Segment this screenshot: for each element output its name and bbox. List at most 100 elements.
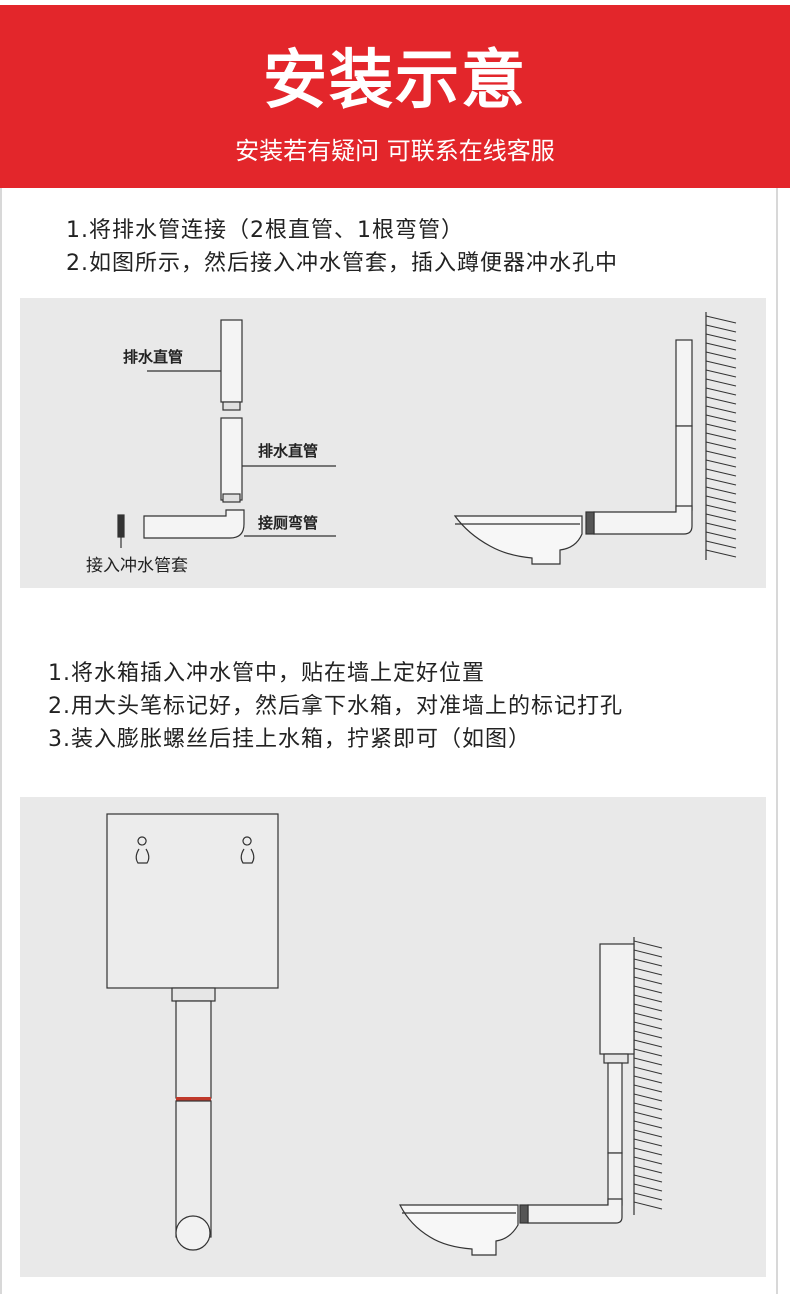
section2-steps: 1.将水箱插入冲水管中，贴在墙上定好位置 2.用大头笔标记好，然后拿下水箱，对准…	[48, 657, 623, 756]
hatch-line	[705, 441, 737, 450]
hatch-line	[633, 1192, 663, 1201]
tank-side	[599, 943, 635, 1055]
hatch-line	[705, 360, 737, 369]
flush-sleeve	[117, 514, 125, 538]
hatch-line	[633, 1093, 663, 1102]
hatch-line	[705, 369, 737, 378]
hatch-line	[633, 1084, 663, 1093]
side-pipe-lower	[607, 1152, 623, 1206]
header-banner: 安装示意 安装若有疑问 可联系在线客服	[0, 5, 790, 188]
straight-pipe-middle-end	[222, 493, 241, 503]
hatch-line	[705, 396, 737, 405]
flush-pipe-band	[176, 1097, 211, 1101]
hatch-line	[633, 949, 663, 958]
hatch-line	[633, 1102, 663, 1111]
hatch-line	[633, 1138, 663, 1147]
tank-outlet	[171, 987, 216, 1002]
hatch-line	[705, 477, 737, 486]
hatch-line	[705, 414, 737, 423]
tank-front-diagram	[106, 813, 279, 1251]
squat-toilet	[453, 515, 583, 565]
hatch-line	[705, 405, 737, 414]
hatch-line	[705, 450, 737, 459]
straight-pipe-top-end	[222, 401, 241, 411]
label-sleeve: 接入冲水管套	[86, 556, 188, 576]
installed-sleeve	[585, 511, 595, 535]
tank-side-outlet	[603, 1053, 629, 1064]
hatch-line	[633, 1057, 663, 1066]
straight-pipe-middle	[220, 417, 243, 501]
hatch-line	[705, 495, 737, 504]
hatch-line	[633, 1039, 663, 1048]
hatch-line	[633, 1048, 663, 1057]
wall-hatching-2	[633, 940, 663, 1210]
installed-pipe-upper	[675, 339, 693, 427]
hatch-line	[705, 423, 737, 432]
side-pipe-upper	[607, 1062, 623, 1154]
hatch-line	[705, 432, 737, 441]
wall-hatching	[705, 315, 737, 558]
hatch-line	[633, 1129, 663, 1138]
hatch-line	[633, 1156, 663, 1165]
page-subtitle: 安装若有疑问 可联系在线客服	[235, 137, 555, 165]
label-elbow: 接厕弯管	[258, 514, 318, 532]
keyhole-right-icon	[240, 836, 255, 864]
installed-elbow	[593, 505, 693, 535]
hatch-line	[633, 940, 663, 949]
straight-pipe-top	[220, 319, 243, 403]
hatch-line	[633, 1201, 663, 1210]
hatch-line	[633, 1066, 663, 1075]
installed-pipe-diagram	[453, 312, 737, 565]
hatch-line	[633, 1030, 663, 1039]
hatch-line	[705, 549, 737, 558]
pipe-labels: 排水直管 排水直管 接厕弯管	[123, 348, 318, 532]
label-pipe-top: 排水直管	[123, 348, 183, 366]
pipe-assembly-panel: 排水直管 排水直管 接厕弯管 接入冲水管套	[20, 298, 766, 588]
right-edge-line	[776, 188, 778, 1294]
label-pipe-middle: 排水直管	[258, 442, 318, 460]
hatch-line	[633, 985, 663, 994]
flush-pipe-bottom	[175, 1215, 211, 1251]
side-elbow	[527, 1198, 623, 1224]
hatch-line	[633, 1012, 663, 1021]
section1-step-2: 2.如图所示，然后接入冲水管套，插入蹲便器冲水孔中	[66, 251, 618, 276]
hatch-line	[705, 387, 737, 396]
hatch-line	[705, 459, 737, 468]
section2-step-2: 2.用大头笔标记好，然后拿下水箱，对准墙上的标记打孔	[48, 694, 623, 719]
tank-install-panel	[20, 797, 766, 1277]
hatch-line	[705, 522, 737, 531]
hatch-line	[705, 513, 737, 522]
hatch-line	[633, 967, 663, 976]
water-tank	[106, 813, 279, 989]
section2-step-3: 3.装入膨胀螺丝后挂上水箱，拧紧即可（如图）	[48, 727, 531, 752]
flush-pipe-lower	[175, 1100, 212, 1238]
hatch-line	[705, 540, 737, 549]
flush-pipe-upper	[175, 1000, 212, 1099]
hatch-line	[705, 315, 737, 324]
keyhole-left-icon	[135, 836, 150, 864]
hatch-line	[705, 342, 737, 351]
hatch-line	[633, 1003, 663, 1012]
hatch-line	[705, 486, 737, 495]
section1-steps: 1.将排水管连接（2根直管、1根弯管） 2.如图所示，然后接入冲水管套，插入蹲便…	[66, 214, 618, 280]
hatch-line	[633, 1111, 663, 1120]
hatch-line	[705, 468, 737, 477]
hatch-line	[633, 1120, 663, 1129]
hatch-line	[633, 1165, 663, 1174]
hatch-line	[705, 504, 737, 513]
hatch-line	[633, 1174, 663, 1183]
hatch-line	[633, 958, 663, 967]
exploded-pipe-diagram	[117, 319, 336, 548]
left-edge-line	[0, 188, 2, 1294]
page-title: 安装示意	[263, 44, 527, 118]
hatch-line	[705, 324, 737, 333]
side-sleeve	[519, 1204, 529, 1224]
hatch-line	[633, 1021, 663, 1030]
tank-install-diagram	[106, 813, 663, 1256]
section1-step-1: 1.将排水管连接（2根直管、1根弯管）	[66, 218, 464, 243]
hatch-line	[705, 333, 737, 342]
squat-toilet-2	[399, 1204, 519, 1256]
hatch-line	[633, 976, 663, 985]
pipe-assembly-diagram: 排水直管 排水直管 接厕弯管 接入冲水管套	[86, 312, 737, 576]
tank-side-diagram	[399, 937, 663, 1256]
